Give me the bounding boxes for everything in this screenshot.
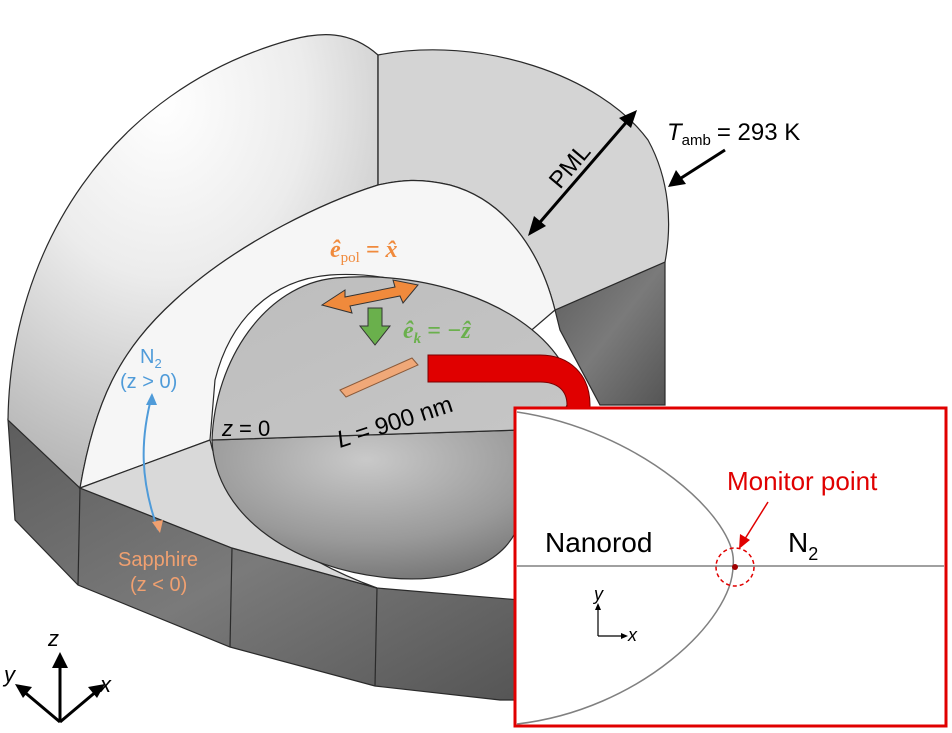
svg-text:Tamb= 293 K: Tamb = 293 K (667, 119, 800, 149)
z-zero-symbol: z (221, 416, 233, 441)
sapphire-region-label: Sapphire (118, 549, 198, 571)
axis-y-label: y (2, 662, 17, 687)
n2-region-label: N (140, 346, 154, 368)
n2-condition: (z > 0) (120, 371, 177, 393)
t-amb-value: = 293 K (717, 119, 800, 146)
svg-text:N2: N2 (140, 346, 162, 371)
wavevector-arrow (358, 307, 392, 346)
pml-thickness-arrow (528, 110, 637, 236)
nanorod-label: Nanorod (545, 527, 652, 558)
inset-axis-y-label: y (592, 584, 604, 604)
inset-axis-x-label: x (627, 625, 638, 645)
sapphire-condition: (z < 0) (130, 574, 187, 596)
nanorod (339, 357, 419, 398)
axis-x-label: x (99, 672, 112, 697)
e-k-rhs: = −ẑ (427, 318, 471, 344)
monitor-point (732, 564, 738, 570)
t-amb-subscript: amb (682, 132, 711, 149)
inset-panel: Monitor point Nanorod N2 y x (513, 406, 948, 728)
e-k-subscript: k (414, 331, 422, 347)
pml-shell (7, 34, 670, 701)
e-k-symbol: ê (403, 318, 414, 344)
ambient-temperature-label: Tamb = 293 K (667, 119, 800, 187)
monitor-point-circle (715, 547, 755, 587)
region-connector (142, 394, 159, 531)
polarization-arrow (320, 279, 419, 314)
e-pol-subscript: pol (341, 250, 360, 266)
monitor-point-label: Monitor point (727, 466, 878, 496)
n2-inner-cut (79, 179, 556, 489)
sapphire-arrowhead (152, 520, 163, 533)
e-pol-symbol: ê (330, 237, 341, 263)
region-labels: N2 (z > 0) Sapphire (z < 0) (118, 346, 198, 596)
axes-3d: z y x (2, 626, 112, 724)
wavevector-label: êk = −ẑ (403, 318, 471, 347)
axis-z-label: z (47, 626, 59, 651)
interface-label: z= 0 (221, 416, 270, 441)
polarization-label: êpol = x̂ (330, 237, 398, 266)
n2-arrowhead (146, 393, 157, 405)
axes-2d: y x (592, 584, 638, 645)
t-amb-symbol: T (667, 119, 684, 146)
inset-n2-label: N (788, 527, 808, 558)
inset-n2-subscript: 2 (808, 544, 818, 564)
n2-region-subscript: 2 (154, 356, 161, 371)
e-pol-rhs: = x̂ (366, 237, 398, 263)
sapphire-bowl (211, 429, 521, 580)
svg-text:N2: N2 (788, 527, 818, 564)
z-zero-value: = 0 (239, 416, 270, 441)
